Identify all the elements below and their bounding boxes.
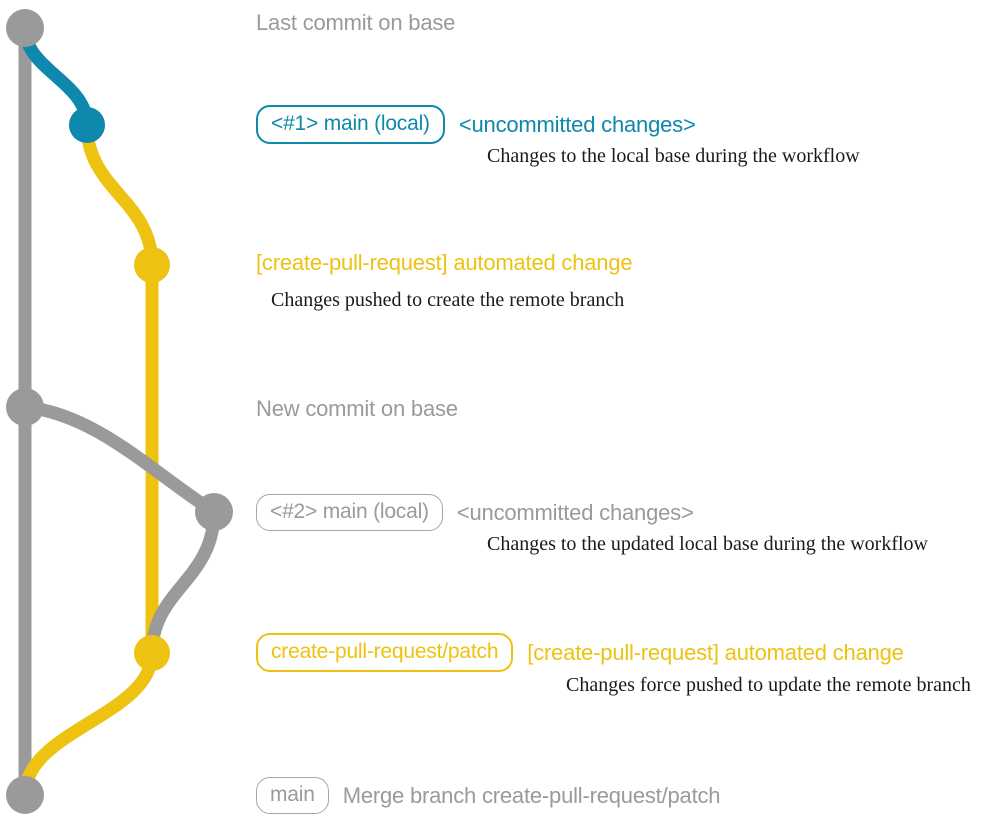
commit-description-local-2: Changes to the updated local base during… <box>487 533 928 555</box>
commit-node-local-1 <box>69 107 105 143</box>
edge-update-to-patch <box>145 505 221 660</box>
commit-subject-uncommitted-changes-2: <uncommitted changes> <box>456 499 694 525</box>
branch-badge-main[interactable]: main <box>256 777 329 814</box>
commit-row-head: <#2> main (local) <uncommitted changes> <box>0 494 981 531</box>
commit-subject-automated-change-1: [create-pull-request] automated change <box>256 250 633 275</box>
commit-row-head: [create-pull-request] automated change <box>0 250 981 276</box>
branch-badge-main-local-2[interactable]: <#2> main (local) <box>256 494 443 531</box>
commit-subject-merge: Merge branch create-pull-request/patch <box>342 782 721 808</box>
commit-node-merge <box>6 776 44 814</box>
commit-node-new-commit-on-base <box>6 388 44 426</box>
commit-description-patch-1: Changes pushed to create the remote bran… <box>271 289 625 311</box>
commit-row-last-commit: Last commit on base <box>0 10 981 36</box>
commit-row-new-commit: New commit on base <box>0 396 981 422</box>
commit-node-patch-1 <box>134 247 170 283</box>
commit-row-local-1: <#1> main (local) <uncommitted changes> <box>0 105 981 144</box>
branch-badge-create-pull-request-patch[interactable]: create-pull-request/patch <box>256 633 514 672</box>
commit-row-merge: main Merge branch create-pull-request/pa… <box>0 777 981 814</box>
commit-row-head: New commit on base <box>0 396 981 422</box>
commit-node-last-commit-on-base <box>6 9 44 47</box>
commit-row-head: Last commit on base <box>0 10 981 36</box>
commit-row-head: create-pull-request/patch [create-pull-r… <box>0 633 981 672</box>
branch-badge-main-local-1[interactable]: <#1> main (local) <box>256 105 445 144</box>
commit-row-head: <#1> main (local) <uncommitted changes> <box>0 105 981 144</box>
commit-subject-last-commit: Last commit on base <box>256 10 456 35</box>
commit-row-patch-1: [create-pull-request] automated change <box>0 250 981 276</box>
commit-subject-uncommitted-changes-1: <uncommitted changes> <box>458 111 696 137</box>
edge-patch-merge-to-base <box>18 646 159 802</box>
commit-description-patch-2: Changes force pushed to update the remot… <box>566 674 971 696</box>
commit-node-patch-2 <box>134 635 170 671</box>
commit-row-local-2: <#2> main (local) <uncommitted changes> <box>0 494 981 531</box>
commit-description-local-1: Changes to the local base during the wor… <box>487 145 860 167</box>
commit-subject-new-commit: New commit on base <box>256 396 458 421</box>
edge-patch-from-local <box>80 118 159 272</box>
edge-base-to-update <box>18 400 221 519</box>
commit-nodes <box>6 9 233 814</box>
commit-row-head: main Merge branch create-pull-request/pa… <box>0 777 981 814</box>
commit-row-patch-2: create-pull-request/patch [create-pull-r… <box>0 633 981 672</box>
commit-subject-automated-change-2: [create-pull-request] automated change <box>527 639 904 665</box>
commit-node-local-2 <box>195 493 233 531</box>
